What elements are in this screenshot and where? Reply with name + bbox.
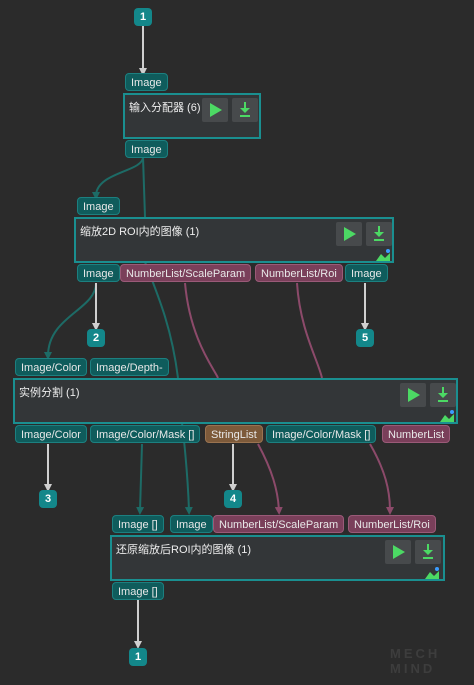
segmentation-out-mask-2[interactable]: Image/Color/Mask [] [266,425,377,443]
download-icon [438,387,448,402]
play-icon [210,103,222,117]
download-icon [240,102,250,117]
run-button[interactable] [202,98,228,122]
step-title: 缩放2D ROI内的图像 (1) [80,226,200,238]
download-button[interactable] [232,98,258,122]
input-splitter-out-image[interactable]: Image [125,140,168,158]
segmentation-out-numberlist[interactable]: NumberList [382,425,451,443]
wire-splitter-to-scale [92,156,144,200]
step-title: 实例分割 (1) [19,387,80,399]
image-icon [425,567,439,579]
step-title: 还原缩放后ROI内的图像 (1) [116,544,252,556]
segmentation-out-stringlist[interactable]: StringList [205,425,263,443]
scale-roi-out-image-2[interactable]: Image [345,264,388,282]
step-title: 输入分配器 (6) [129,102,201,114]
wire-scale-to-segmentation [44,282,97,360]
download-button[interactable] [366,222,392,246]
output-marker-1-bottom[interactable]: 1 [129,648,147,666]
play-icon [344,227,356,241]
step-restore-scaled-roi[interactable]: 还原缩放后ROI内的图像 (1) [110,535,445,581]
restore-out-image-array[interactable]: Image [] [112,582,164,600]
restore-in-image[interactable]: Image [170,515,213,533]
step-input-splitter[interactable]: 输入分配器 (6) [123,93,261,139]
restore-in-roi[interactable]: NumberList/Roi [348,515,436,533]
output-marker-5[interactable]: 5 [356,329,374,347]
output-marker-2[interactable]: 2 [87,329,105,347]
image-icon [440,410,454,422]
download-icon [374,226,384,241]
play-icon [408,388,420,402]
segmentation-in-depth[interactable]: Image/Depth- [90,358,169,376]
wire-roi [296,282,323,379]
image-icon [376,249,390,261]
segmentation-out-color[interactable]: Image/Color [15,425,87,443]
wire-splitter-to-segmentation [142,156,146,218]
wire-scaleparam [184,282,219,379]
segmentation-out-mask[interactable]: Image/Color/Mask [] [90,425,201,443]
play-icon [393,545,405,559]
scale-roi-out-scaleparam[interactable]: NumberList/ScaleParam [120,264,252,282]
step-scale-2d-roi[interactable]: 缩放2D ROI内的图像 (1) [74,217,394,263]
output-marker-1[interactable]: 1 [134,8,152,26]
wire-scaleparam-2 [257,443,283,515]
wire-mask-to-restore [136,443,145,515]
segmentation-in-color[interactable]: Image/Color [15,358,87,376]
restore-in-scaleparam[interactable]: NumberList/ScaleParam [213,515,345,533]
scale-roi-out-roi[interactable]: NumberList/Roi [255,264,343,282]
output-marker-3[interactable]: 3 [39,490,57,508]
restore-in-image-array[interactable]: Image [] [112,515,164,533]
run-button[interactable] [400,383,426,407]
watermark-logo: MECH MIND [390,646,441,676]
input-splitter-in-image[interactable]: Image [125,73,168,91]
output-marker-4[interactable]: 4 [224,490,242,508]
download-button[interactable] [430,383,456,407]
scale-roi-in-image[interactable]: Image [77,197,120,215]
wire-roi-2 [369,443,394,515]
download-icon [423,544,433,559]
run-button[interactable] [385,540,411,564]
scale-roi-out-image[interactable]: Image [77,264,120,282]
download-button[interactable] [415,540,441,564]
run-button[interactable] [336,222,362,246]
step-instance-segmentation[interactable]: 实例分割 (1) [13,378,458,424]
